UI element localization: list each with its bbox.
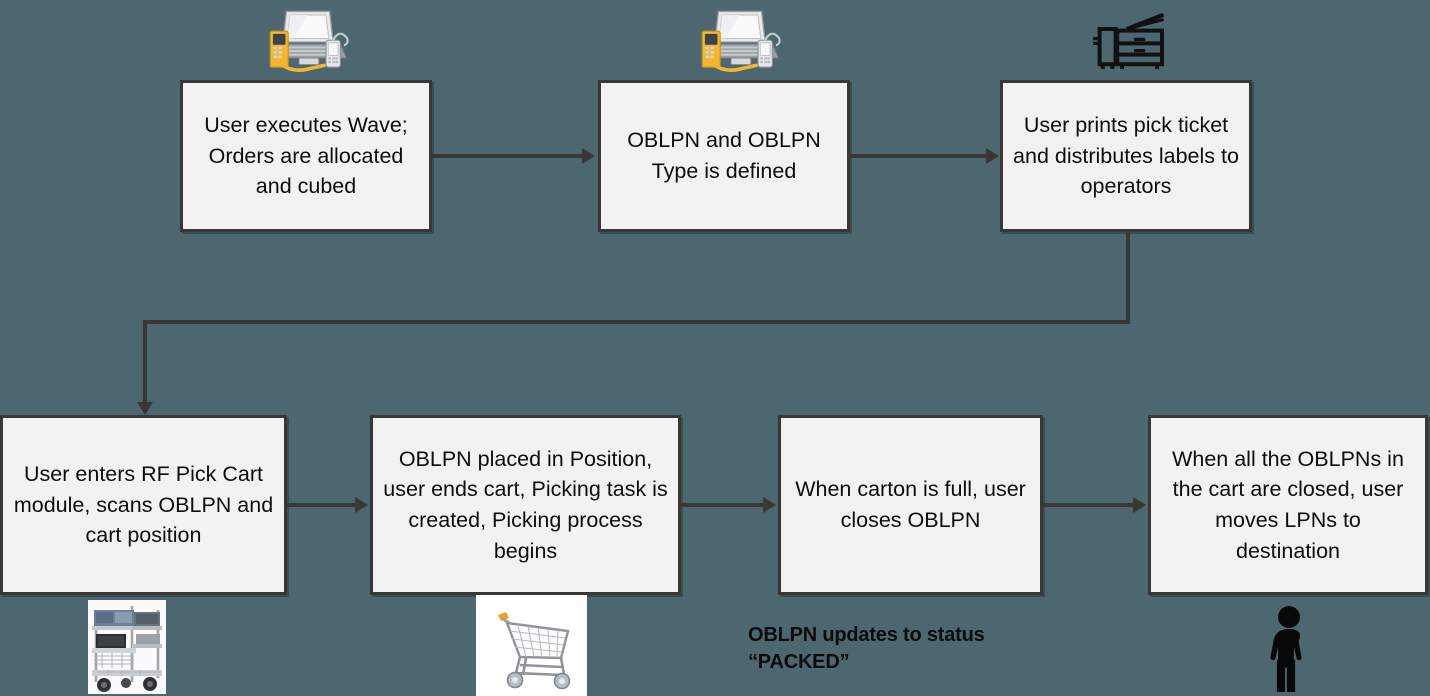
connector-n4-n5 [287, 503, 357, 507]
node-user-executes-wave[interactable]: User executes Wave; Orders are allocated… [180, 80, 432, 232]
node-label: User executes Wave; Orders are allocated… [204, 113, 408, 199]
node-when-all-oblpns-closed[interactable]: When all the OBLPNs in the cart are clos… [1148, 415, 1428, 595]
connector-n1-n2 [432, 154, 584, 158]
status-note-packed: OBLPN updates to status “PACKED” [748, 624, 985, 673]
connector-n3-n4-vertical-left [143, 320, 147, 406]
shopping-cart-photo [476, 595, 587, 696]
laptop-rf-scanner-icon [263, 6, 353, 78]
node-label: OBLPN placed in Position, user ends cart… [383, 446, 668, 563]
connector-n2-n3 [850, 154, 988, 158]
node-label: OBLPN and OBLPN Type is defined [627, 128, 821, 183]
node-label: User enters RF Pick Cart module, scans O… [13, 462, 274, 548]
connector-n3-n4-horizontal [143, 320, 1130, 324]
node-user-enters-rf-pick-cart[interactable]: User enters RF Pick Cart module, scans O… [0, 415, 287, 595]
connector-n2-n3-arrowhead [986, 148, 999, 164]
connector-n3-n4-vertical-right [1126, 232, 1130, 324]
connector-n6-n7 [1043, 503, 1135, 507]
connector-n4-n5-arrowhead [355, 497, 368, 513]
node-label: When carton is full, user closes OBLPN [795, 477, 1026, 532]
connector-n5-n6-arrowhead [763, 497, 776, 513]
connector-n5-n6 [681, 503, 765, 507]
node-oblpn-type-defined[interactable]: OBLPN and OBLPN Type is defined [598, 80, 850, 232]
node-label: User prints pick ticket and distributes … [1013, 113, 1239, 199]
connector-n6-n7-arrowhead [1133, 497, 1146, 513]
node-label: When all the OBLPNs in the cart are clos… [1172, 446, 1404, 563]
connector-n1-n2-arrowhead [582, 148, 595, 164]
connector-n3-n4-arrowhead [137, 402, 153, 415]
node-oblpn-placed-in-position[interactable]: OBLPN placed in Position, user ends cart… [370, 415, 681, 595]
person-icon [1266, 604, 1312, 696]
node-when-carton-is-full[interactable]: When carton is full, user closes OBLPN [778, 415, 1043, 595]
laptop-rf-scanner-icon [695, 6, 785, 78]
pick-cart-photo [88, 600, 166, 694]
printer-icon [1090, 8, 1170, 74]
node-user-prints-pick-ticket[interactable]: User prints pick ticket and distributes … [1000, 80, 1252, 232]
